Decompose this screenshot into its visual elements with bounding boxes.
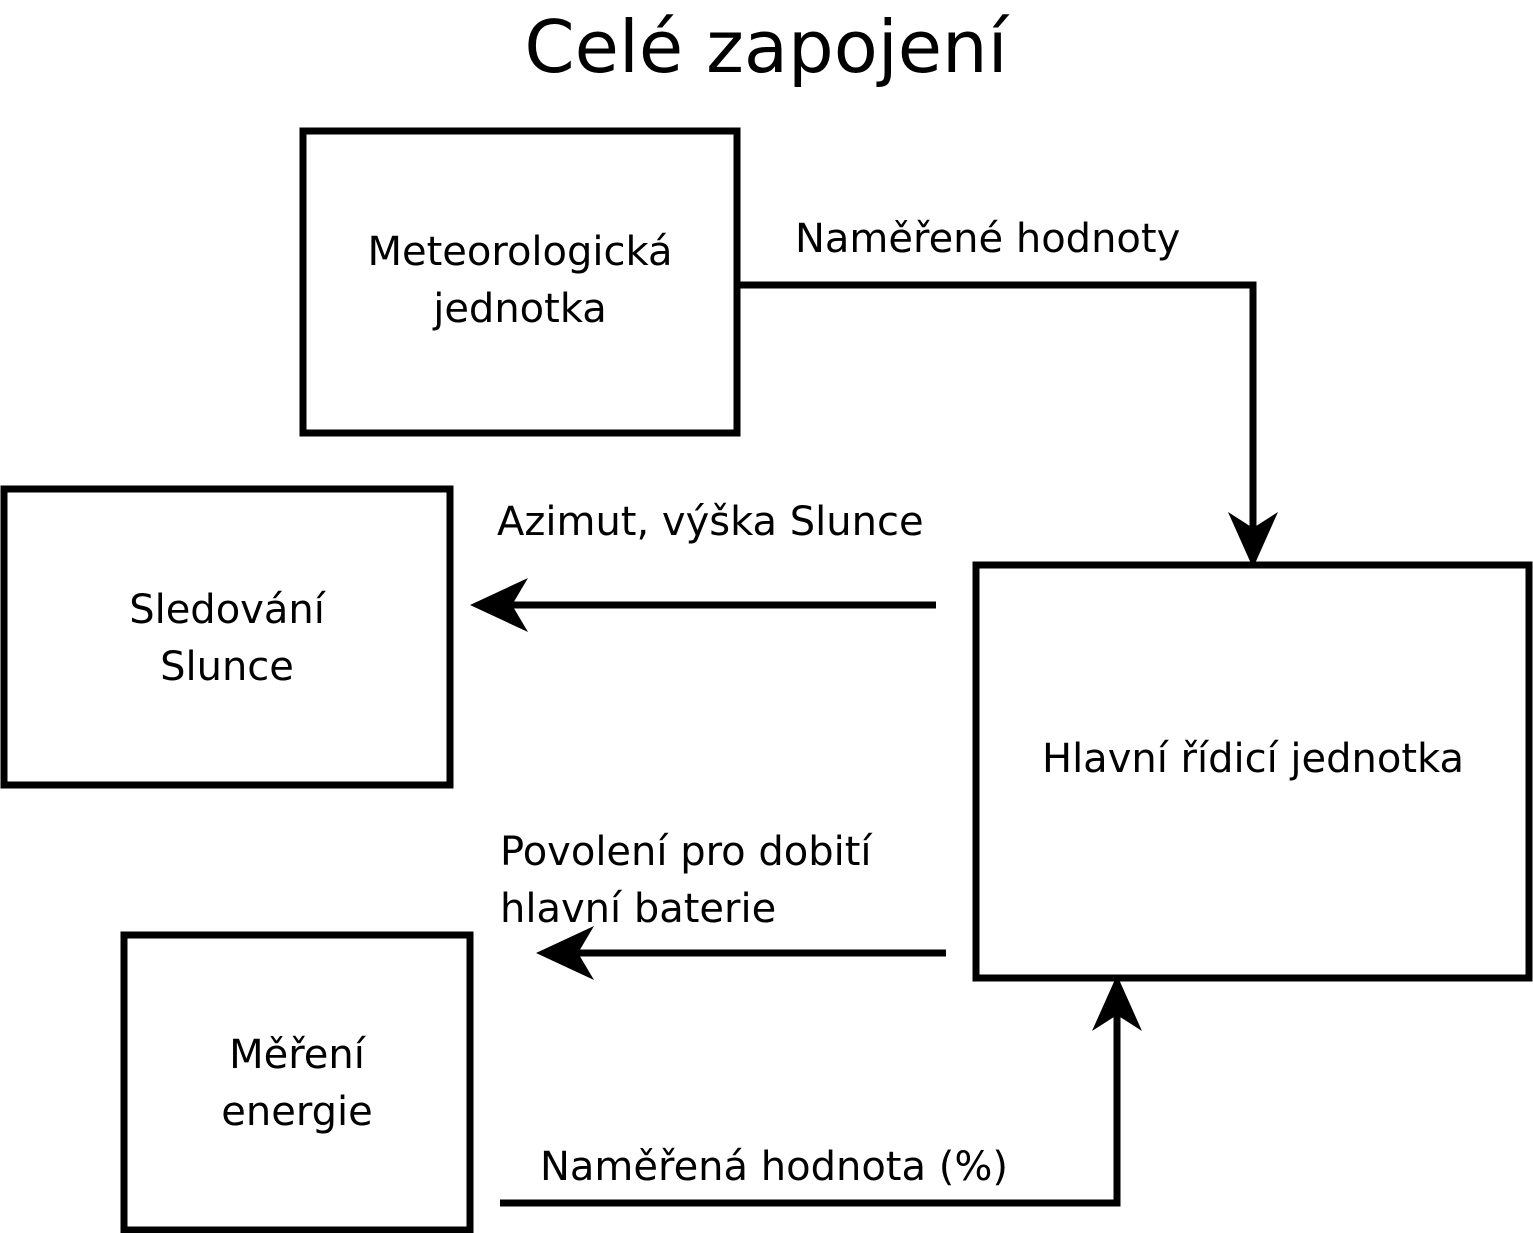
node-sun-tracking-label-line1: Sledování bbox=[129, 587, 327, 633]
edge-measured-values: Naměřené hodnoty bbox=[737, 216, 1278, 568]
edge-battery-charge-permission-label-line2: hlavní baterie bbox=[500, 886, 776, 932]
node-meteo-unit-box[interactable] bbox=[299, 127, 741, 437]
edge-azimuth-sun-height-arrowhead bbox=[470, 578, 528, 632]
edge-measured-value-percent: Naměřená hodnota (%) bbox=[500, 975, 1142, 1207]
node-sun-tracking[interactable]: Sledování Slunce bbox=[0, 485, 454, 789]
node-sun-tracking-label-line2: Slunce bbox=[160, 644, 294, 690]
edge-measured-values-line bbox=[737, 281, 1257, 548]
edge-measured-value-percent-arrowhead bbox=[1092, 975, 1142, 1031]
node-sun-tracking-box[interactable] bbox=[0, 485, 454, 789]
node-energy-measurement[interactable]: Měření energie bbox=[120, 931, 474, 1233]
node-energy-measurement-label-line2: energie bbox=[221, 1089, 372, 1135]
node-meteo-unit-label-line1: Meteorologická bbox=[368, 229, 673, 275]
edge-battery-charge-permission: Povolení pro dobití hlavní baterie bbox=[500, 829, 946, 980]
node-main-control-unit-box[interactable] bbox=[972, 561, 1533, 982]
edge-azimuth-sun-height-label: Azimut, výška Slunce bbox=[497, 499, 924, 545]
node-meteo-unit[interactable]: Meteorologická jednotka bbox=[299, 127, 741, 437]
page-title: Celé zapojení bbox=[524, 5, 1009, 89]
edge-measured-values-label: Naměřené hodnoty bbox=[795, 216, 1180, 262]
edge-azimuth-sun-height: Azimut, výška Slunce bbox=[470, 499, 936, 632]
node-main-control-unit[interactable]: Hlavní řídicí jednotka bbox=[972, 561, 1533, 982]
edge-measured-value-percent-label: Naměřená hodnota (%) bbox=[540, 1144, 1008, 1190]
edge-measured-values-arrowhead bbox=[1228, 512, 1278, 568]
node-main-control-unit-label: Hlavní řídicí jednotka bbox=[1042, 736, 1464, 782]
edge-battery-charge-permission-label-line1: Povolení pro dobití bbox=[500, 829, 873, 875]
edge-battery-charge-permission-arrowhead bbox=[536, 926, 594, 980]
node-meteo-unit-label-line2: jednotka bbox=[432, 286, 607, 332]
edge-measured-value-percent-line bbox=[500, 1000, 1121, 1207]
node-energy-measurement-label-line1: Měření bbox=[229, 1032, 367, 1078]
node-energy-measurement-box[interactable] bbox=[120, 931, 474, 1233]
